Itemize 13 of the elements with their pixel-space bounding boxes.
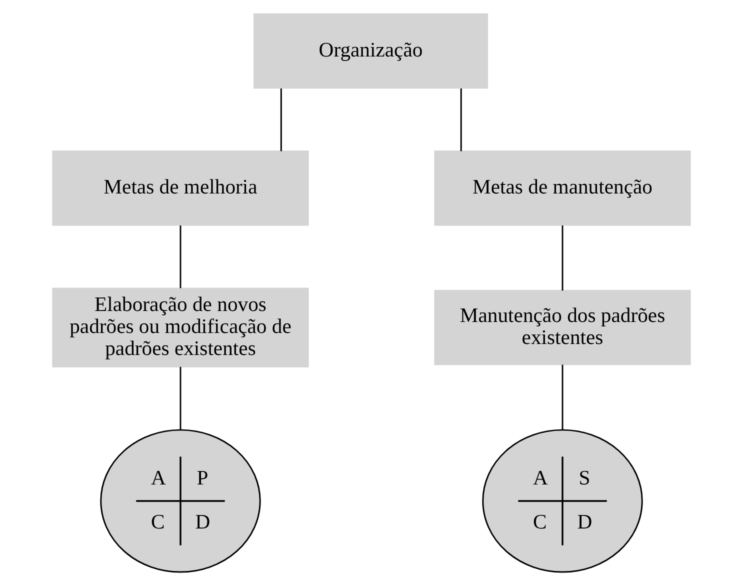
node-ellipse: A S C D <box>482 429 642 573</box>
node-box: Metas de melhoria <box>52 150 308 226</box>
connector <box>280 88 282 152</box>
connector <box>561 364 563 430</box>
node-box: Metas de manutenção <box>434 150 690 226</box>
connector <box>460 88 462 152</box>
connector <box>179 226 181 288</box>
node-ellipse: A P C D <box>100 429 260 573</box>
node-box: Elaboração de novos padrões ou modificação de padrões existentes <box>52 288 308 368</box>
node-box: Organização <box>253 13 488 89</box>
connector <box>561 226 563 291</box>
node-box: Manutenção dos padrões existentes <box>434 290 690 366</box>
connector <box>179 366 181 430</box>
